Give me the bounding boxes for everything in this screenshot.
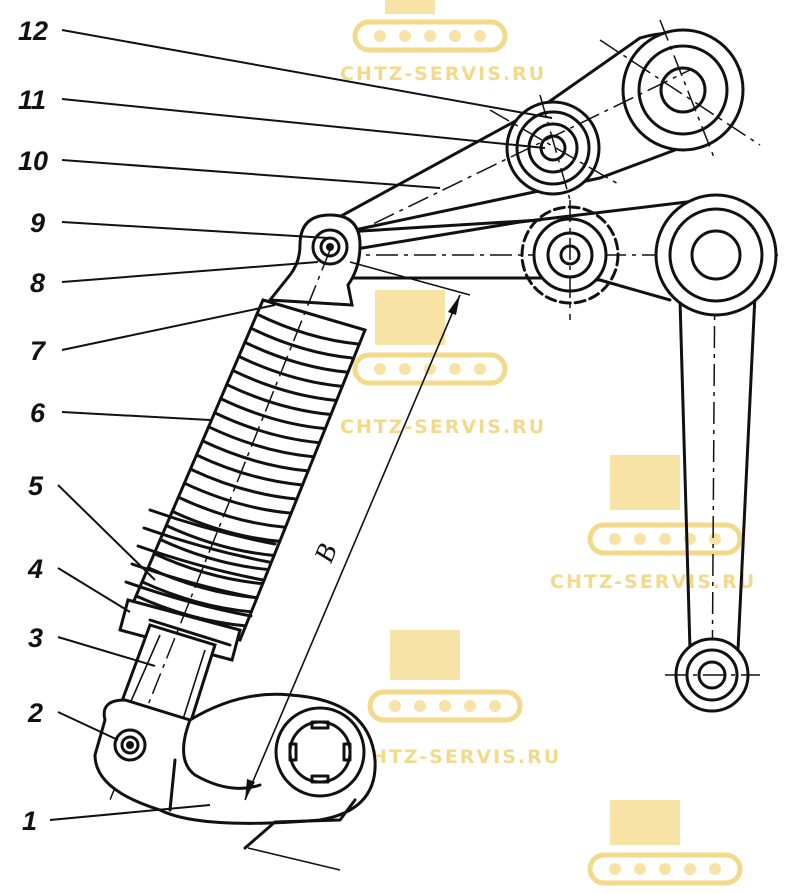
watermark-text-3: CHTZ-SERVIS.RU <box>550 571 756 593</box>
label-12: 12 <box>18 16 48 46</box>
watermark-text-2: CHTZ-SERVIS.RU <box>340 416 546 438</box>
bellows-rib <box>231 368 339 402</box>
upper-centerline <box>339 69 691 241</box>
label-1: 1 <box>22 806 37 836</box>
bellows-rib <box>213 411 322 445</box>
watermark-text-1: CHTZ-SERVIS.RU <box>340 63 546 85</box>
bellows-rib <box>207 425 316 459</box>
spring-coil <box>148 508 277 546</box>
shock-top-eye <box>267 213 362 307</box>
lower-lever <box>93 692 377 850</box>
label-5: 5 <box>28 471 44 501</box>
bellows-rib <box>219 397 327 431</box>
right-pivot-outer <box>654 193 778 317</box>
bellows-rib <box>201 439 310 473</box>
bellows-rib <box>140 580 253 614</box>
bellows-rib <box>152 552 265 586</box>
bellows-rib <box>225 383 333 417</box>
spring-coils <box>124 508 277 618</box>
watermark-text-4: CHTZ-SERVIS.RU <box>355 746 561 768</box>
spring-coil <box>142 526 271 564</box>
bellows-rib <box>176 495 287 529</box>
bellows-rib <box>182 481 293 515</box>
bellows-rib <box>195 453 304 487</box>
upper-pivot-outer <box>621 28 745 152</box>
shock-absorber <box>127 298 368 642</box>
label-4: 4 <box>27 554 43 584</box>
spring-coil <box>136 544 265 582</box>
bellows-rib <box>158 538 270 572</box>
dimension-label: B <box>309 540 344 567</box>
shock-centerline <box>109 249 331 801</box>
label-11: 11 <box>18 85 46 115</box>
label-7: 7 <box>30 336 47 366</box>
callout-labels: 12 11 10 9 8 7 6 5 4 3 2 1 <box>18 16 48 836</box>
leader-lines <box>49 29 553 821</box>
label-10: 10 <box>18 146 48 176</box>
watermark-logos <box>352 0 743 886</box>
label-2: 2 <box>27 698 43 728</box>
bellows-rib <box>255 312 361 346</box>
bellows-rib <box>164 523 276 557</box>
right-pivot-bore <box>690 229 742 281</box>
spring-coil <box>124 580 253 618</box>
label-8: 8 <box>30 268 45 298</box>
label-6: 6 <box>30 398 46 428</box>
spring-coil <box>130 562 259 600</box>
bellows-rib <box>243 340 350 374</box>
bellows-rib <box>170 509 282 543</box>
right-rocker-arm <box>678 249 757 711</box>
upper-pivot-bore <box>659 66 707 114</box>
label-9: 9 <box>30 208 45 238</box>
roller-middle <box>520 200 620 320</box>
bellows-rib <box>249 326 356 360</box>
right-pivot-inner <box>668 207 764 303</box>
bellows-rib <box>188 467 299 501</box>
label-3: 3 <box>28 623 43 653</box>
upper-pivot-inner <box>637 44 729 136</box>
bellows-rib <box>237 354 344 388</box>
